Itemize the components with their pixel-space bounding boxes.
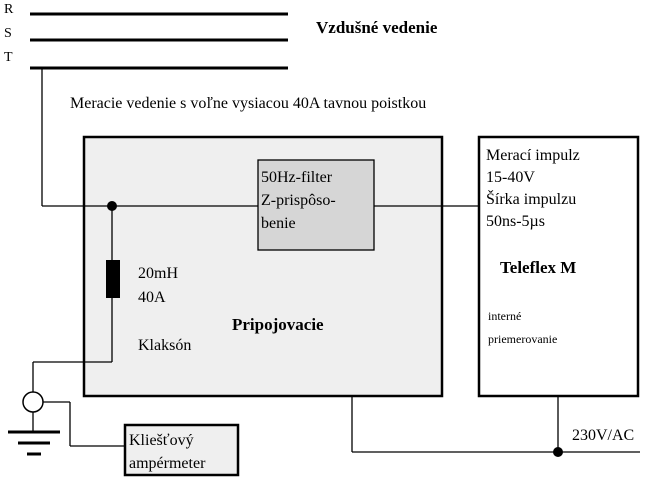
measuring-line-label: Meracie vedenie s voľne vysiacou 40A tav… bbox=[70, 95, 426, 112]
supply-label: 230V/AC bbox=[572, 427, 634, 444]
supply-junction-dot bbox=[553, 447, 563, 457]
connection-box-label: Pripojovacie bbox=[232, 315, 324, 334]
filter-label-2: Z-prispôso- bbox=[261, 192, 336, 209]
inductor-label-3: Klaksón bbox=[138, 337, 191, 354]
ammeter-label-1: Kliešťový bbox=[129, 432, 194, 449]
teleflex-note-1: interné bbox=[488, 309, 521, 323]
clamp-sensor-icon bbox=[22, 391, 44, 413]
teleflex-note-2: priemerovanie bbox=[488, 332, 557, 346]
phase-label-s: S bbox=[4, 26, 12, 41]
teleflex-spec-2: 15-40V bbox=[486, 169, 535, 186]
phase-label-r: R bbox=[4, 2, 14, 17]
teleflex-spec-4: 50ns-5µs bbox=[486, 213, 545, 230]
ground-icon bbox=[8, 430, 60, 456]
ammeter-label-2: ampérmeter bbox=[129, 455, 206, 472]
teleflex-spec-1: Merací impulz bbox=[486, 147, 580, 164]
teleflex-box bbox=[477, 135, 640, 398]
filter-label-3: benie bbox=[261, 215, 296, 232]
inductor-symbol bbox=[106, 260, 120, 298]
overhead-line-label: Vzdušné vedenie bbox=[316, 18, 438, 37]
overhead-conductors bbox=[30, 12, 288, 70]
teleflex-spec-3: Šírka impulzu bbox=[486, 189, 576, 208]
inductor-label-1: 20mH bbox=[138, 265, 178, 282]
ammeter-box bbox=[123, 423, 240, 477]
filter-label-1: 50Hz-filter bbox=[261, 169, 333, 186]
filter-box bbox=[257, 159, 375, 251]
teleflex-title: Teleflex M bbox=[500, 258, 576, 277]
phase-label-t: T bbox=[4, 50, 13, 65]
inductor-label-2: 40A bbox=[138, 289, 166, 306]
